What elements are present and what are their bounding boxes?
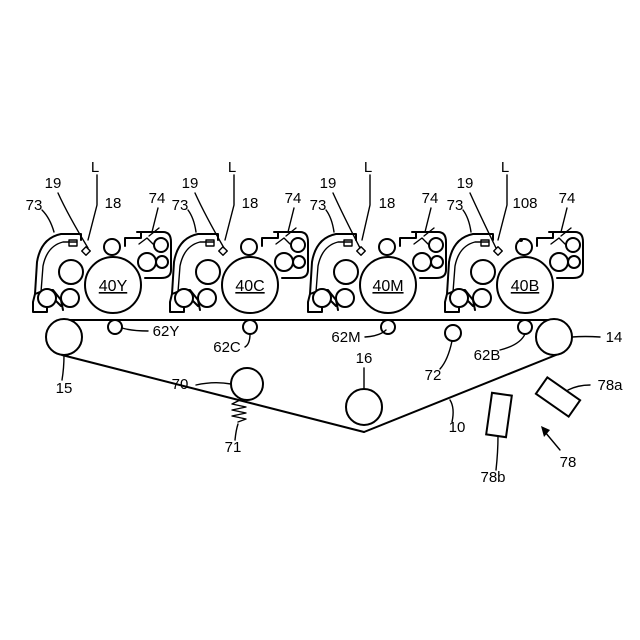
label-78a: 78a: [597, 377, 623, 394]
transfer-roller-c: [243, 320, 257, 334]
drum-label-40b: 40B: [511, 278, 539, 295]
cleaner-roller-small: [138, 253, 156, 271]
roller-label-3: 18: [379, 195, 396, 212]
supply-roller-a: [450, 289, 468, 307]
tag-19-marker: [494, 247, 502, 255]
drum-label-40y: 40Y: [99, 278, 128, 295]
cleaner-roller-small: [275, 253, 293, 271]
blade-block: [344, 240, 352, 246]
drive-roller-14: [536, 319, 572, 355]
tag-label-2: 19: [182, 175, 199, 192]
blade-block: [481, 240, 489, 246]
bottom-leader-lines: [62, 328, 600, 470]
marker-108-dot: [519, 238, 523, 242]
drum-label-40m: 40M: [372, 278, 403, 295]
charger-label-62b: 62B: [474, 347, 501, 364]
label-78b: 78b: [480, 469, 505, 486]
label-14: 14: [606, 329, 623, 346]
beam-label-2: L: [228, 159, 236, 176]
label-74-4: 74: [559, 190, 576, 207]
label-70: 70: [172, 376, 189, 393]
label-71: 71: [225, 439, 242, 456]
arrow-78: [541, 426, 560, 450]
charger-label-62m: 62M: [331, 329, 360, 346]
cleaner-roller-upper: [566, 238, 580, 252]
tension-roller-16: [346, 389, 382, 425]
label-73-2: 73: [172, 197, 189, 214]
supply-roller-b: [336, 289, 354, 307]
tag-19-marker: [219, 247, 227, 255]
label-74-1: 74: [149, 190, 166, 207]
label-74-2: 74: [285, 190, 302, 207]
charging-roller: [241, 239, 257, 255]
label-74-3: 74: [422, 190, 439, 207]
label-72: 72: [425, 367, 442, 384]
charging-roller: [104, 239, 120, 255]
label-73-4: 73: [447, 197, 464, 214]
developing-roller: [334, 260, 358, 284]
roller-label-1: 18: [105, 195, 122, 212]
station-4: [445, 228, 583, 313]
sensor-roller-72: [445, 325, 461, 341]
spring-71: [232, 400, 246, 422]
roller-label-2: 18: [242, 195, 259, 212]
transfer-roller-y: [108, 320, 122, 334]
label-73-1: 73: [26, 197, 43, 214]
label-15: 15: [56, 380, 73, 397]
station-1: [33, 228, 171, 313]
blade-block: [69, 240, 77, 246]
beam-label-1: L: [91, 159, 99, 176]
charger-label-62c: 62C: [213, 339, 241, 356]
transfer-roller-b: [518, 320, 532, 334]
tag-label-1: 19: [45, 175, 62, 192]
cleaner-roller-tiny: [568, 256, 580, 268]
beam-label-4: L: [501, 159, 509, 176]
supply-roller-b: [473, 289, 491, 307]
cleaner-roller-tiny: [431, 256, 443, 268]
sensor-78a: [536, 377, 580, 416]
cleaner-roller-upper: [291, 238, 305, 252]
label-16: 16: [356, 350, 373, 367]
tag-19-marker: [82, 247, 90, 255]
label-10: 10: [449, 419, 466, 436]
developing-roller: [471, 260, 495, 284]
cleaner-roller-small: [413, 253, 431, 271]
cleaner-roller-upper: [429, 238, 443, 252]
charging-roller: [516, 239, 532, 255]
supply-roller-b: [61, 289, 79, 307]
supply-roller-a: [313, 289, 331, 307]
supply-roller-b: [198, 289, 216, 307]
developing-roller: [196, 260, 220, 284]
cleaner-roller-tiny: [156, 256, 168, 268]
blade-block: [206, 240, 214, 246]
roller-label-4: 108: [512, 195, 537, 212]
beam-label-3: L: [364, 159, 372, 176]
supply-roller-a: [175, 289, 193, 307]
tag-19-marker: [357, 247, 365, 255]
label-78: 78: [560, 454, 577, 471]
tag-label-4: 19: [457, 175, 474, 192]
cleaner-roller-tiny: [293, 256, 305, 268]
cleaner-roller-small: [550, 253, 568, 271]
sensor-78b: [486, 393, 512, 437]
tag-label-3: 19: [320, 175, 337, 192]
transfer-belt: [62, 320, 556, 432]
supply-roller-a: [38, 289, 56, 307]
cleaner-roller-70: [231, 368, 263, 400]
station-2: [170, 228, 308, 313]
charging-roller: [379, 239, 395, 255]
label-73-3: 73: [310, 197, 327, 214]
station-3: [308, 228, 446, 313]
charger-label-62y: 62Y: [153, 323, 180, 340]
cleaner-roller-upper: [154, 238, 168, 252]
idler-roller-15: [46, 319, 82, 355]
drum-label-40c: 40C: [235, 278, 264, 295]
developing-roller: [59, 260, 83, 284]
